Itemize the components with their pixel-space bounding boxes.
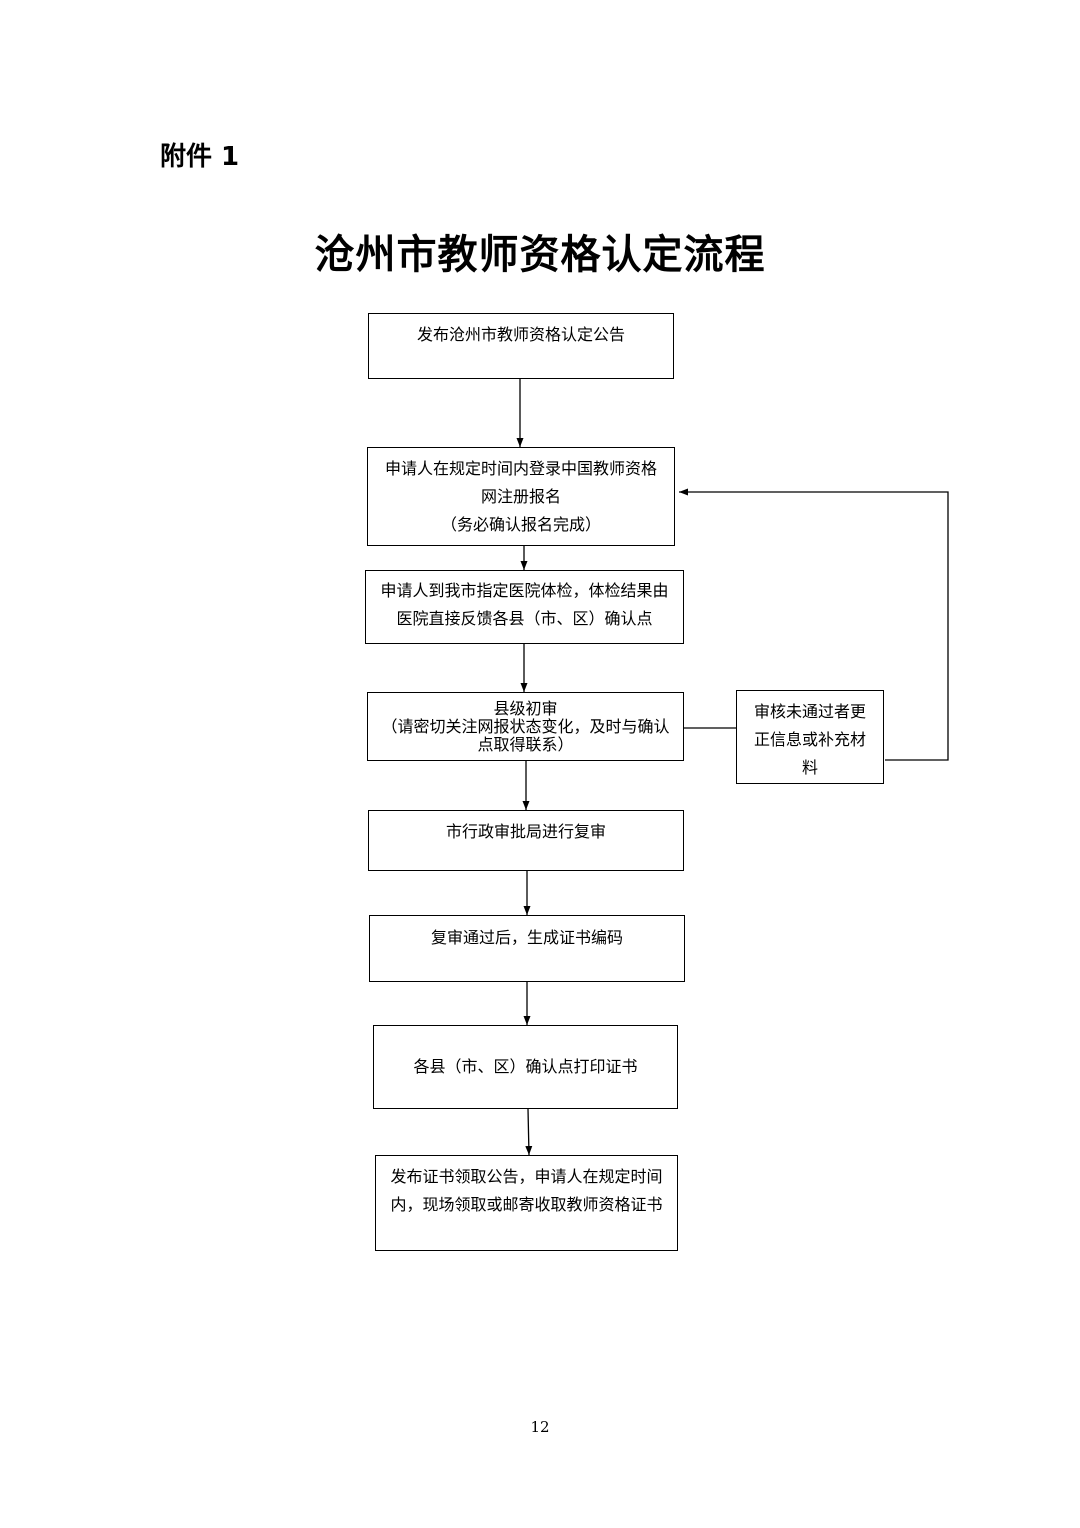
step-medical: 申请人到我市指定医院体检，体检结果由 医院直接反馈各县（市、区）确认点 (365, 570, 684, 644)
step-line: 复审通过后，生成证书编码 (430, 928, 623, 947)
step-line: 发布沧州市教师资格认定公告 (416, 325, 625, 344)
step-line: 内，现场领取或邮寄收取教师资格证书 (390, 1195, 663, 1214)
attachment-label: 附件 1 (160, 142, 240, 172)
step-collect: 发布证书领取公告，申请人在规定时间 内，现场领取或邮寄收取教师资格证书 (375, 1155, 678, 1251)
step-line: （务必确认报名完成） (440, 515, 601, 534)
step-city-review: 市行政审批局进行复审 (368, 810, 684, 871)
page-number: 12 (530, 1418, 550, 1436)
step-line: 点取得联系） (477, 735, 574, 754)
step-line: 申请人到我市指定医院体检，体检结果由 (380, 581, 669, 600)
side-line: 料 (801, 758, 818, 777)
step-announce: 发布沧州市教师资格认定公告 (368, 313, 674, 379)
side-line: 审核未通过者更 (753, 702, 866, 721)
step-line: 县级初审 (493, 699, 558, 718)
step-line: 各县（市、区）确认点打印证书 (413, 1057, 638, 1076)
step-line: 医院直接反馈各县（市、区）确认点 (396, 609, 653, 628)
step-register: 申请人在规定时间内登录中国教师资格 网注册报名 （务必确认报名完成） (367, 447, 675, 546)
feedback-loop-to-register (679, 488, 949, 761)
page-title: 沧州市教师资格认定流程 (314, 232, 766, 278)
step-county-review: 县级初审 （请密切关注网报状态变化，及时与确认 点取得联系） (367, 692, 684, 761)
step-print: 各县（市、区）确认点打印证书 (373, 1025, 678, 1109)
step-line: 发布证书领取公告，申请人在规定时间 (390, 1167, 663, 1186)
step-line: 申请人在规定时间内登录中国教师资格 (384, 459, 657, 478)
step-line: 市行政审批局进行复审 (445, 822, 606, 841)
side-box-fail: 审核未通过者更 正信息或补充材 料 (736, 690, 884, 784)
arrow-print-to-collect (525, 1108, 533, 1156)
side-line: 正信息或补充材 (753, 730, 866, 749)
step-line: 网注册报名 (480, 487, 561, 506)
step-cert-code: 复审通过后，生成证书编码 (369, 915, 685, 982)
step-line: （请密切关注网报状态变化，及时与确认 (381, 717, 670, 736)
